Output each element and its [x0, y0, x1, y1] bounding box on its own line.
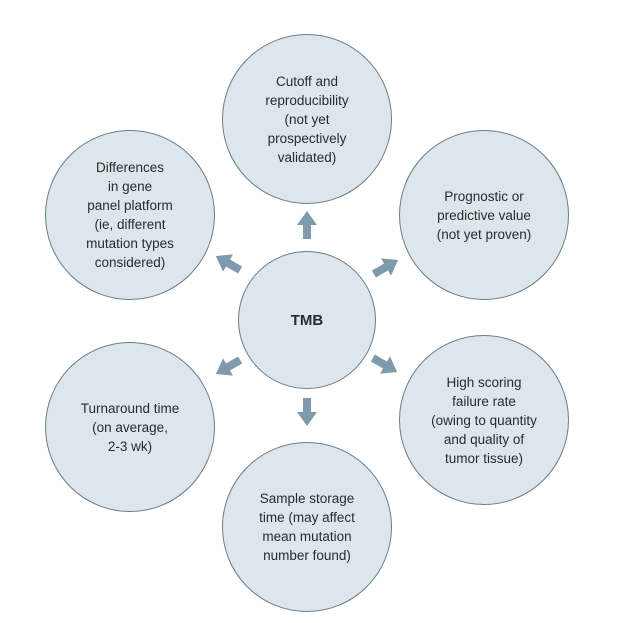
node-gene-panel-label: Differences in gene panel platform (ie, …	[86, 160, 174, 270]
node-center-label: TMB	[290, 311, 324, 329]
arrow-to-failure-rate	[367, 349, 403, 381]
arrow-to-cutoff	[297, 211, 317, 239]
arrow-to-turnaround	[210, 351, 246, 383]
node-prognostic-label: Prognostic or predictive value (not yet …	[436, 188, 532, 242]
arrow-to-sample-storage	[297, 398, 317, 426]
node-gene-panel-differences: Differences in gene panel platform (ie, …	[45, 130, 215, 300]
node-prognostic-value: Prognostic or predictive value (not yet …	[399, 130, 569, 300]
arrow-to-prognostic	[368, 251, 404, 283]
node-tmb-center: TMB	[238, 251, 376, 389]
node-failure-rate-label: High scoring failure rate (owing to quan…	[431, 374, 537, 466]
node-sample-storage-label: Sample storage time (may affect mean mut…	[259, 491, 355, 563]
node-sample-storage: Sample storage time (may affect mean mut…	[222, 442, 392, 612]
node-failure-rate: High scoring failure rate (owing to quan…	[399, 335, 569, 505]
node-turnaround-label: Turnaround time (on average, 2-3 wk)	[80, 400, 180, 454]
arrow-to-gene-panel	[210, 247, 246, 279]
node-cutoff-reproducibility: Cutoff and reproducibility (not yet pros…	[222, 34, 392, 204]
node-turnaround-time: Turnaround time (on average, 2-3 wk)	[45, 342, 215, 512]
node-cutoff-label: Cutoff and reproducibility (not yet pros…	[265, 73, 349, 165]
